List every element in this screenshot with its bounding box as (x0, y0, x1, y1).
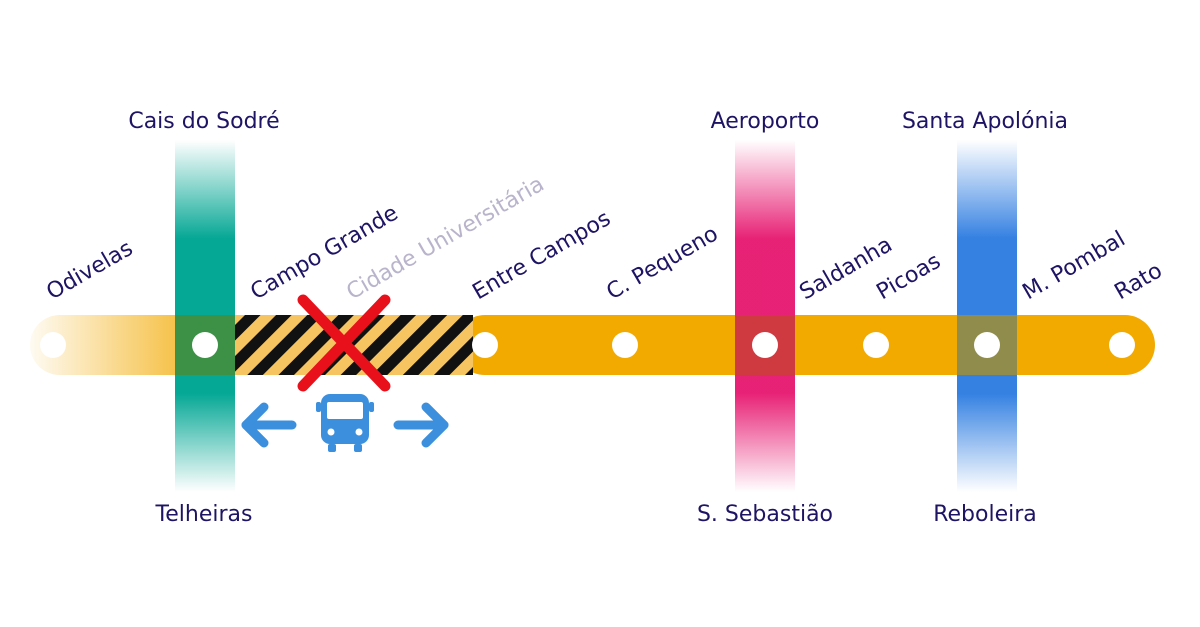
cross-mark-icon (297, 294, 391, 392)
arrow-left-icon (241, 402, 297, 448)
station-label-c-pequeno: C. Pequeno (603, 221, 723, 305)
pink-line-bottom-label: S. Sebastião (697, 502, 833, 527)
station-dot-c-pequeno[interactable] (612, 332, 638, 358)
green-line-top-label: Cais do Sodré (128, 109, 279, 134)
yellow-line-active-section (455, 315, 1155, 375)
station-dot-picoas[interactable] (863, 332, 889, 358)
arrow-right-icon (393, 402, 449, 448)
crossing-line-labels: Cais do Sodré Telheiras Aeroporto S. Seb… (128, 109, 1068, 527)
station-label-odivelas: Odivelas (43, 236, 138, 305)
station-dot-campo-grande[interactable] (192, 332, 218, 358)
station-dot-rato[interactable] (1109, 332, 1135, 358)
blue-line-top-label: Santa Apolónia (902, 109, 1068, 134)
station-label-rato: Rato (1111, 258, 1167, 305)
station-label-m-pombal: M. Pombal (1019, 227, 1130, 306)
station-dot-saldanha[interactable] (752, 332, 778, 358)
green-line-bottom-label: Telheiras (155, 502, 253, 527)
station-dot-odivelas[interactable] (40, 332, 66, 358)
station-dots (40, 332, 1135, 358)
station-dot-entre-campos[interactable] (472, 332, 498, 358)
bus-icon (316, 394, 374, 452)
station-dot-m-pombal[interactable] (974, 332, 1000, 358)
pink-line-top-label: Aeroporto (711, 109, 820, 134)
blue-line-bottom-label: Reboleira (933, 502, 1037, 527)
